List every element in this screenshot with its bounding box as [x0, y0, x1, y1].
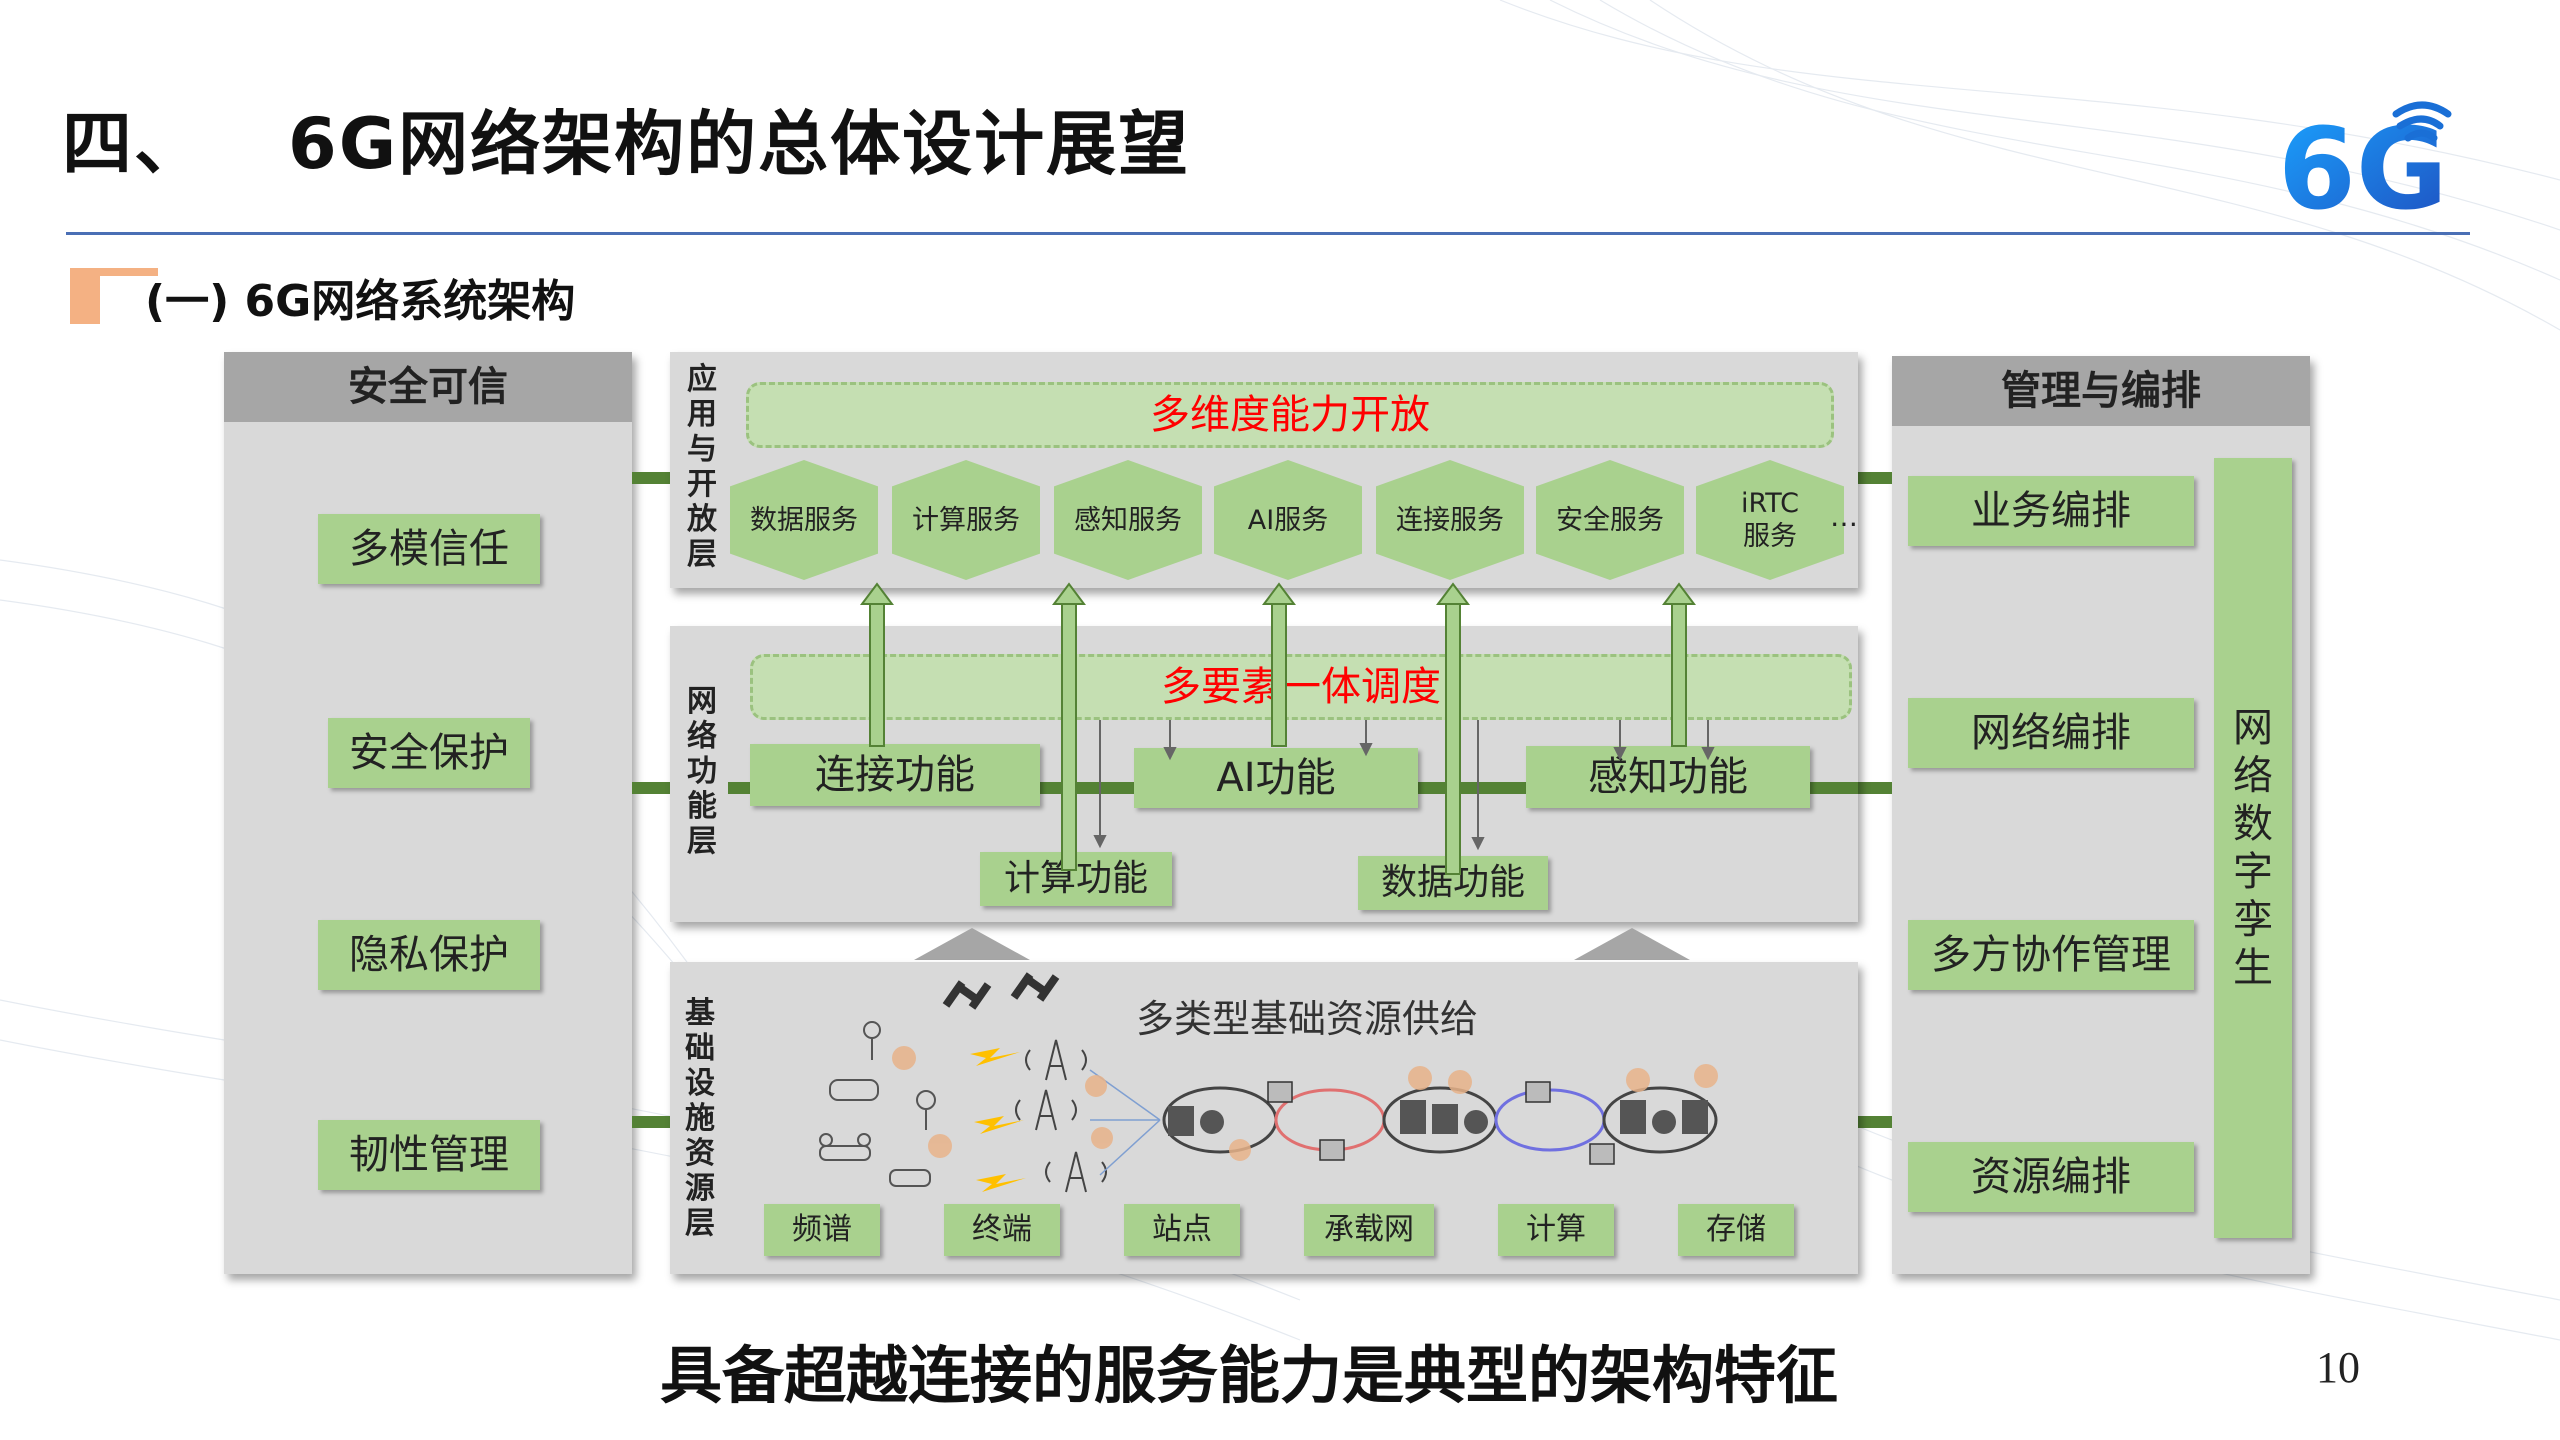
compute-storage-icons — [1168, 1100, 1708, 1136]
connector-left-app — [632, 472, 672, 484]
services-ellipsis: … — [1830, 500, 1858, 533]
infra-layer-char-5: 源 — [685, 1171, 715, 1206]
resource-terminal: 终端 — [944, 1204, 1060, 1256]
resource-compute: 计算 — [1498, 1204, 1614, 1256]
management-item-network-orchestration: 网络编排 — [1908, 698, 2194, 768]
up-arrow-compute — [1052, 582, 1086, 871]
function-ai: AI功能 — [1134, 748, 1418, 808]
net-layer-char-3: 能 — [687, 789, 717, 824]
app-layer-char-3: 开 — [687, 467, 717, 502]
app-layer-char-0: 应 — [687, 362, 717, 397]
security-item-privacy: 隐私保护 — [318, 920, 540, 990]
resource-supply-arrows — [914, 928, 1690, 960]
up-arrow-ai — [1262, 582, 1296, 747]
twin-char-3: 字 — [2233, 849, 2273, 895]
resource-spectrum: 频谱 — [764, 1204, 880, 1256]
twin-char-4: 孪 — [2233, 897, 2273, 943]
ai-brain-icons — [892, 1046, 1718, 1161]
service-connection: 连接服务 — [1376, 460, 1524, 580]
function-sensing: 感知功能 — [1526, 746, 1810, 808]
security-item-protection: 安全保护 — [328, 718, 530, 788]
router-icons — [1267, 1081, 1615, 1165]
signal-waves-icon — [2392, 101, 2452, 142]
terminal-icons — [819, 1021, 936, 1187]
service-ai: AI服务 — [1214, 460, 1362, 580]
footer-statement: 具备超越连接的服务能力是典型的架构特征 — [660, 1339, 1839, 1412]
title-rule — [66, 232, 2470, 235]
connector-left-infra — [632, 1116, 672, 1128]
6g-logo: 6G — [2278, 101, 2452, 226]
resource-transport-network: 承载网 — [1304, 1204, 1434, 1256]
infra-layer-char-3: 施 — [685, 1101, 715, 1136]
service-sensing: 感知服务 — [1054, 460, 1202, 580]
section-subtitle: (一) 6G网络系统架构 — [145, 276, 576, 327]
net-layer-char-4: 层 — [687, 824, 717, 859]
logo-text: 6G — [2278, 105, 2448, 226]
security-item-multimodal-trust: 多模信任 — [318, 514, 540, 584]
connector-right-infra — [1858, 1116, 1892, 1128]
infra-layer-char-0: 基 — [685, 996, 715, 1031]
multi-element-scheduling-banner: 多要素一体调度 — [750, 654, 1852, 720]
app-layer-label: 应 用 与 开 放 层 — [682, 362, 722, 572]
management-item-service-orchestration: 业务编排 — [1908, 476, 2194, 546]
connector-left-net — [632, 782, 672, 794]
service-irtc: iRTC 服务 — [1696, 460, 1844, 580]
management-heading: 管理与编排 — [1892, 356, 2310, 426]
network-digital-twin: 网 络 数 字 孪 生 — [2214, 458, 2292, 1238]
page-title: 四、 6G网络架构的总体设计展望 — [62, 88, 1190, 189]
net-layer-char-1: 络 — [687, 719, 717, 754]
net-layer-char-2: 功 — [687, 754, 717, 789]
supply-arrow-left — [914, 928, 1030, 960]
app-layer-char-5: 层 — [687, 537, 717, 572]
infra-layer-label: 基 础 设 施 资 源 层 — [680, 996, 720, 1241]
section-marker-icon — [70, 268, 158, 324]
wireless-signal-icons — [970, 1048, 1026, 1192]
resource-site: 站点 — [1124, 1204, 1240, 1256]
capability-arrows — [860, 582, 1715, 875]
title-number: 四、 — [62, 103, 206, 185]
function-compute: 计算功能 — [980, 852, 1172, 906]
infra-layer-char-1: 础 — [685, 1031, 715, 1066]
resource-storage: 存储 — [1678, 1204, 1794, 1256]
up-arrow-connection — [860, 582, 894, 747]
app-layer-char-2: 与 — [687, 432, 717, 467]
connector-right-net — [1858, 782, 1892, 794]
service-irtc-line1: iRTC — [1740, 488, 1800, 519]
app-layer-char-4: 放 — [687, 502, 717, 537]
supply-arrow-right — [1574, 928, 1690, 960]
title-text: 6G网络架构的总体设计展望 — [288, 103, 1191, 185]
security-heading: 安全可信 — [224, 352, 632, 422]
service-data: 数据服务 — [730, 460, 878, 580]
infra-layer-char-4: 资 — [685, 1136, 715, 1171]
satellite-icon — [942, 972, 1060, 1010]
infrastructure-illustration — [819, 972, 1718, 1193]
twin-char-1: 络 — [2233, 753, 2273, 799]
base-station-icons — [1015, 1039, 1107, 1193]
multidimensional-capability-banner: 多维度能力开放 — [746, 382, 1834, 448]
management-item-resource-orchestration: 资源编排 — [1908, 1142, 2194, 1212]
security-item-resilience: 韧性管理 — [318, 1120, 540, 1190]
infra-heading: 多类型基础资源供给 — [1136, 997, 1479, 1041]
net-layer-label: 网 络 功 能 层 — [682, 684, 722, 859]
net-layer-char-0: 网 — [687, 684, 717, 719]
twin-char-5: 生 — [2233, 945, 2273, 991]
management-item-multiparty-management: 多方协作管理 — [1908, 920, 2194, 990]
service-irtc-line2: 服务 — [1743, 521, 1797, 552]
app-layer-char-1: 用 — [687, 397, 717, 432]
infra-layer-char-6: 层 — [685, 1206, 715, 1241]
connector-right-app — [1858, 472, 1892, 484]
twin-char-0: 网 — [2233, 705, 2273, 751]
service-security: 安全服务 — [1536, 460, 1684, 580]
twin-char-2: 数 — [2233, 801, 2273, 847]
up-arrow-data — [1436, 582, 1470, 875]
function-connection: 连接功能 — [750, 744, 1040, 806]
service-compute: 计算服务 — [892, 460, 1040, 580]
up-arrow-sensing — [1662, 582, 1696, 747]
infra-layer-char-2: 设 — [685, 1066, 715, 1101]
page-number: 10 — [2316, 1343, 2360, 1392]
